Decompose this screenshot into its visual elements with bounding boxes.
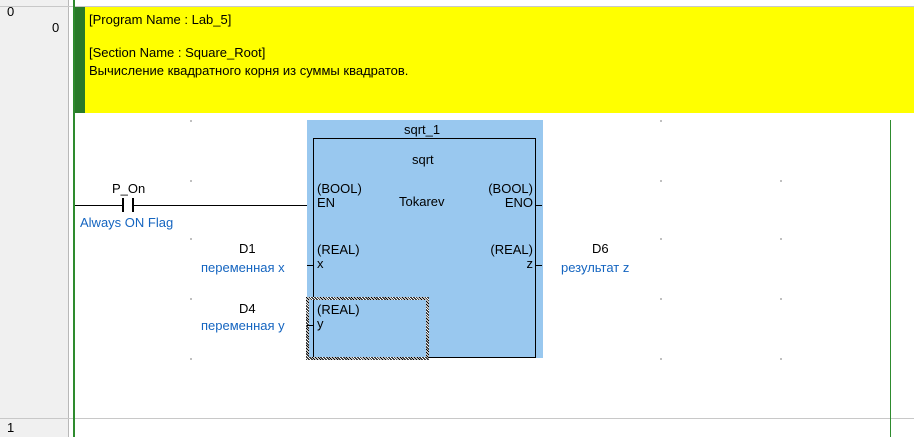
pin-name: y [317, 316, 324, 331]
contact-symbol[interactable] [122, 198, 124, 212]
operand-x-device[interactable]: D1 [239, 241, 256, 256]
pin-type: (REAL) [317, 242, 360, 257]
pin-stub-eno [536, 205, 542, 206]
row-separator [0, 6, 914, 7]
pin-name: ENO [504, 195, 533, 210]
description-line: Вычисление квадратного корня из суммы кв… [89, 63, 409, 78]
fb-instance-name[interactable]: sqrt_1 [404, 122, 441, 137]
operand-z-device[interactable]: D6 [592, 241, 609, 256]
output-pin-z[interactable]: (REAL) z [481, 243, 533, 271]
pin-type: (BOOL) [488, 181, 533, 196]
input-pin-y[interactable]: (REAL) y [317, 303, 360, 331]
operand-y-device[interactable]: D4 [239, 301, 256, 316]
output-pin-eno[interactable]: (BOOL) ENO [481, 182, 533, 210]
pin-stub-x [307, 265, 313, 266]
operand-y-comment: переменная y [201, 318, 285, 333]
rung-wire-left [75, 205, 122, 206]
contact-device-comment: Always ON Flag [80, 215, 174, 230]
rung-row-number-next[interactable]: 1 [7, 420, 15, 435]
operand-x-comment: переменная x [201, 260, 285, 275]
statement-comment[interactable]: [Program Name : Lab_5] [Section Name : S… [75, 7, 914, 113]
pin-name: EN [317, 195, 336, 210]
rung-step-number[interactable]: 0 [52, 20, 60, 35]
pin-type: (BOOL) [317, 181, 362, 196]
pin-name: z [526, 256, 534, 271]
input-pin-x[interactable]: (REAL) x [317, 243, 360, 271]
pin-selection-cursor [306, 297, 429, 360]
pin-stub-z [536, 265, 542, 266]
left-power-rail [73, 0, 75, 437]
statement-comment-marker [75, 7, 85, 113]
pin-type: (REAL) [490, 242, 533, 257]
rung-row-number[interactable]: 0 [7, 4, 15, 19]
contact-device-label[interactable]: P_On [112, 181, 146, 196]
pin-type: (REAL) [317, 302, 360, 317]
right-power-rail [890, 120, 891, 437]
fb-author: Tokarev [399, 194, 445, 209]
fb-type-name: sqrt [412, 152, 434, 167]
program-name-line: [Program Name : Lab_5] [89, 12, 232, 27]
row-separator [0, 418, 914, 419]
pin-name: x [317, 256, 324, 271]
operand-z-comment: результат z [561, 260, 630, 275]
contact-symbol[interactable] [132, 198, 134, 212]
rung-wire-en [134, 205, 313, 206]
row-gutter [0, 0, 69, 437]
input-pin-en[interactable]: (BOOL) EN [317, 182, 362, 210]
section-name-line: [Section Name : Square_Root] [89, 45, 266, 60]
pin-stub-y [307, 325, 313, 326]
